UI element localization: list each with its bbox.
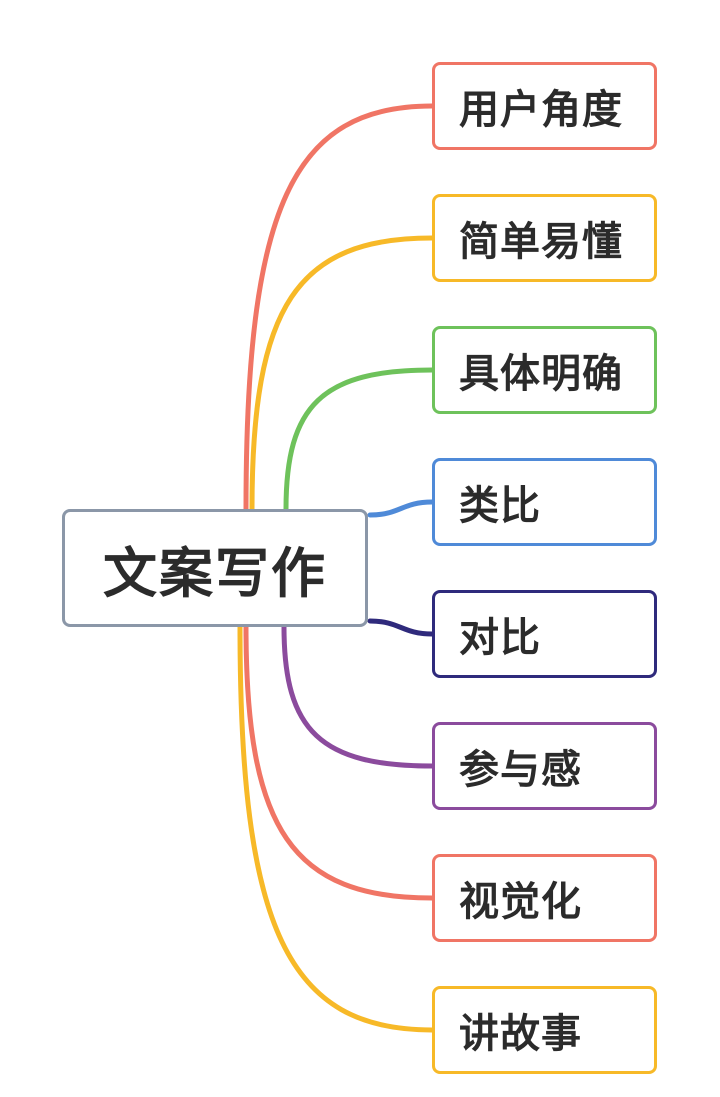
connector-branch-user-perspective (243, 103, 435, 512)
connector-branch-visualization (243, 624, 435, 901)
branch-label: 类比 (459, 483, 541, 529)
central-topic-label: 文案写作 (103, 541, 327, 605)
branch-label: 简单易懂 (459, 219, 623, 265)
central-topic[interactable]: 文案写作 (62, 509, 368, 627)
branch-contrast[interactable]: 对比 (432, 590, 657, 678)
branch-label: 对比 (459, 615, 541, 661)
branch-simple-easy[interactable]: 简单易懂 (432, 194, 657, 282)
branch-label: 视觉化 (459, 879, 582, 925)
branch-label: 用户角度 (459, 87, 623, 133)
branch-participation[interactable]: 参与感 (432, 722, 657, 810)
connector-branch-specific-clear (283, 367, 435, 512)
branch-user-perspective[interactable]: 用户角度 (432, 62, 657, 150)
connector-branch-participation (281, 624, 435, 769)
branch-label: 讲故事 (459, 1011, 582, 1057)
branch-storytelling[interactable]: 讲故事 (432, 986, 657, 1074)
branch-specific-clear[interactable]: 具体明确 (432, 326, 657, 414)
connector-branch-contrast (367, 618, 435, 637)
connector-branch-storytelling (237, 624, 435, 1033)
branch-visualization[interactable]: 视觉化 (432, 854, 657, 942)
branch-analogy[interactable]: 类比 (432, 458, 657, 546)
connector-branch-simple-easy (249, 235, 435, 512)
branch-label: 具体明确 (459, 351, 623, 397)
branch-label: 参与感 (459, 747, 582, 793)
connector-branch-analogy (367, 499, 435, 518)
